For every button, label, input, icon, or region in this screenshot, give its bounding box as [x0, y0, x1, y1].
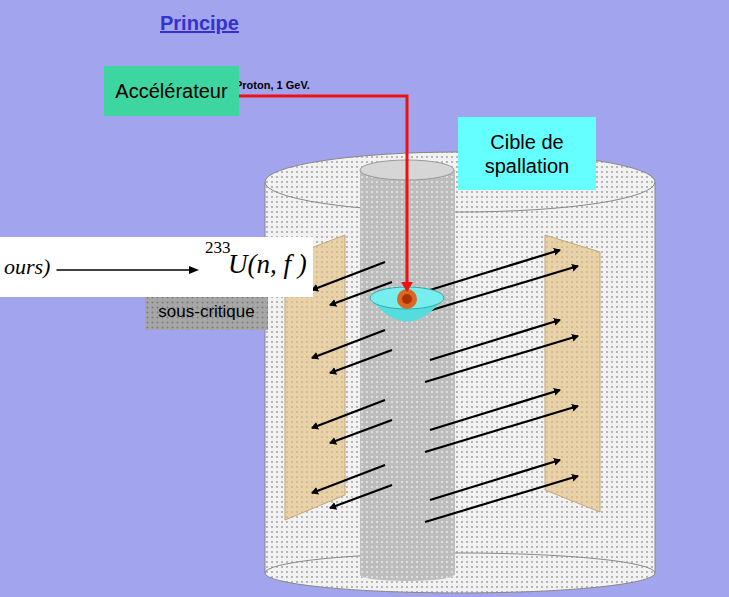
reaction-box: ours) 233U(n, f ) — [0, 237, 313, 297]
mass-number: 233 — [205, 238, 231, 258]
reaction-text: ours) — [4, 254, 50, 280]
node-text: sous-critique — [158, 302, 254, 322]
fuel-panel — [545, 235, 600, 512]
reactor-vessel — [265, 152, 655, 593]
neutron-arrows — [312, 250, 578, 522]
target-callout: Cible de spallation — [458, 117, 596, 190]
beam-label: Proton, 1 GeV. — [235, 79, 310, 91]
spallation-target — [370, 287, 444, 322]
accelerator-box: Accélérateur — [104, 66, 239, 116]
node-text: Accélérateur — [115, 79, 227, 103]
node-text: Cible de spallation — [468, 130, 586, 178]
reaction-text: U(n, f ) — [228, 249, 307, 280]
title: Principe — [160, 12, 239, 35]
